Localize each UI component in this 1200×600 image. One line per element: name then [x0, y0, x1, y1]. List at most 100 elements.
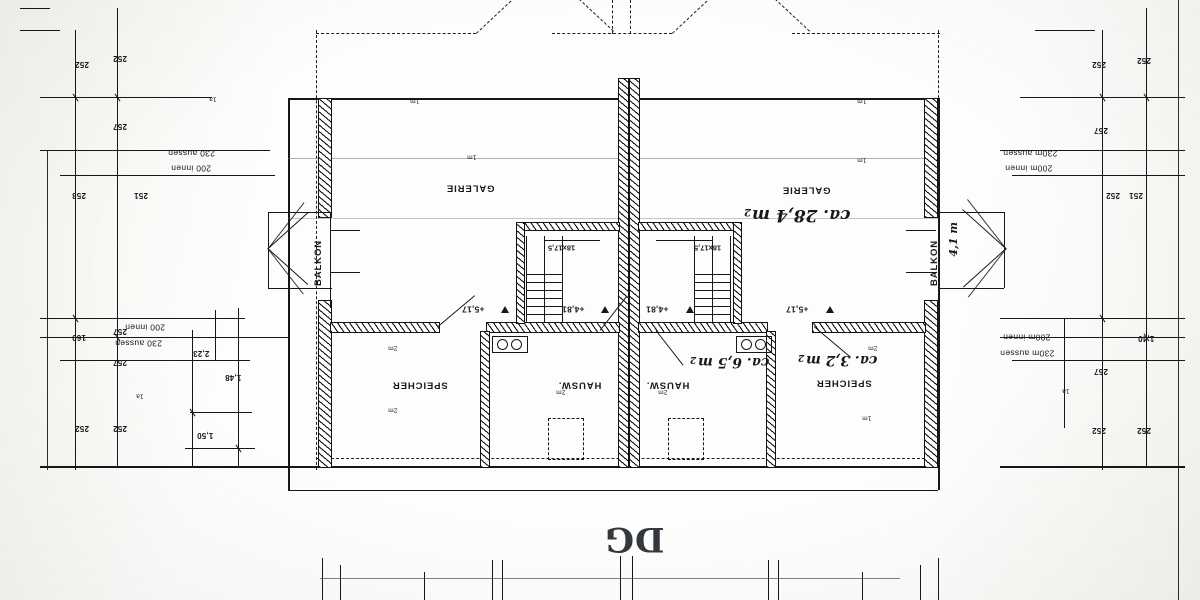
dim-value: 257 [113, 122, 127, 131]
dim-ext [185, 448, 255, 449]
outline-right [938, 98, 940, 490]
dim-line [1178, 0, 1179, 600]
dim-ext [190, 412, 252, 413]
balcony-rail [940, 288, 1004, 289]
dim-line [1102, 30, 1103, 470]
dim-line [1064, 318, 1065, 428]
dim-value: 257 [113, 358, 127, 367]
area-hausw-right-sup: 2 [690, 354, 697, 364]
dim-ext [20, 30, 60, 31]
fixture-burner-icon [755, 339, 766, 350]
edge-line [492, 560, 493, 600]
dim-value: 252 [1092, 60, 1106, 69]
fixture-appliance [492, 336, 528, 353]
ceiling-height: 2m [388, 344, 398, 352]
dim-value: 252 [1106, 191, 1120, 200]
wall-note: 200 innen [171, 163, 212, 174]
construction-line [288, 218, 938, 219]
ridge-dashed [630, 0, 631, 34]
ceiling-height: 1m [410, 97, 420, 105]
dim-value: 1,50 [197, 431, 214, 440]
fixture-burner-icon [741, 339, 752, 350]
stair-stringer [730, 236, 731, 322]
roof-edge-dashed [792, 33, 940, 34]
wall-note: 230m aussen [1003, 148, 1058, 159]
balcony-rail [268, 212, 332, 213]
dim-ext [1000, 318, 1185, 319]
ceiling-height: 1m [862, 414, 872, 422]
level-triangle-icon [501, 306, 509, 313]
level-triangle-icon [826, 306, 834, 313]
dim-value: 257 [1094, 126, 1108, 135]
room-label-hausw-right: HAUSW. [646, 379, 690, 391]
dim-line [47, 150, 48, 470]
balcony-rail [268, 288, 332, 289]
edge-line [920, 565, 921, 600]
dim-ext [60, 175, 275, 176]
dim-ext [40, 466, 290, 468]
ceiling-height: 1m [857, 156, 867, 164]
level-value: +5,17 [462, 304, 485, 315]
balcony-rail [268, 212, 269, 288]
fixture-burner-icon [497, 339, 508, 350]
dim-line [238, 308, 239, 468]
dim-value: 1a [1062, 387, 1070, 395]
dormer-gable-dashed [749, 0, 810, 32]
dim-value: 1,48 [225, 373, 242, 382]
dim-value: 252 [75, 424, 89, 433]
dim-ext [40, 318, 245, 319]
roof-edge-dashed [316, 33, 476, 34]
ridge-dashed [612, 0, 613, 34]
dormer-gable-dashed [672, 0, 733, 34]
dim-value: 252 [1092, 426, 1106, 435]
dim-value: 2,23 [193, 349, 210, 358]
wall-stair-enclosure [733, 222, 742, 324]
dim-ext [1035, 30, 1095, 31]
edge-line [768, 560, 769, 600]
wall-interior [812, 322, 926, 333]
room-label-galerie-right: GALERIE [782, 184, 831, 196]
balcony-door [330, 230, 360, 231]
balcony-edge [268, 202, 305, 249]
ceiling-height: 2m [658, 388, 668, 396]
level-value: +5,17 [786, 304, 809, 315]
ceiling-height: 2m [556, 388, 566, 396]
wall-party-right [629, 78, 640, 468]
wall-stair-enclosure [638, 222, 742, 231]
edge-line [632, 556, 633, 600]
wall-interior [638, 322, 768, 333]
balcony-edge [962, 209, 1006, 249]
edge-line [320, 578, 900, 579]
level-value: +4,81 [562, 304, 585, 315]
wall-stair-enclosure [516, 222, 620, 231]
dormer-gable-dashed [476, 0, 537, 34]
area-speicher-right-sup: 2 [798, 352, 805, 362]
shaft-dashed-box [548, 418, 584, 460]
wall-exterior-left [318, 98, 332, 218]
outline-top [288, 98, 938, 100]
room-label-galerie-left: GALERIE [446, 182, 495, 194]
wall-exterior-left [318, 300, 332, 468]
shaft-dashed-box [668, 418, 704, 460]
stair-stringer [694, 236, 695, 322]
wall-note: 230 aussen [168, 148, 215, 159]
dim-value: 252 [113, 424, 127, 433]
dim-ext [1000, 150, 1185, 151]
dim-ext [1012, 360, 1185, 361]
dim-ext [40, 337, 290, 338]
stair-stringer [562, 236, 563, 322]
edge-line [620, 556, 621, 600]
ceiling-height: 2m [868, 344, 878, 352]
room-label-speicher-right: SPEICHER [816, 377, 872, 389]
area-galerie-right: ca. 28,4 m [752, 205, 851, 225]
stair-walkline [544, 236, 545, 322]
dim-value: 252 [1137, 56, 1151, 65]
ceiling-height: 2m [388, 406, 398, 414]
dim-value: 257 [1094, 367, 1108, 376]
wall-party-left [618, 78, 629, 468]
level-triangle-icon [686, 306, 694, 313]
room-label-speicher-left: SPEICHER [392, 379, 448, 391]
wall-note: 230 aussen [115, 338, 162, 349]
